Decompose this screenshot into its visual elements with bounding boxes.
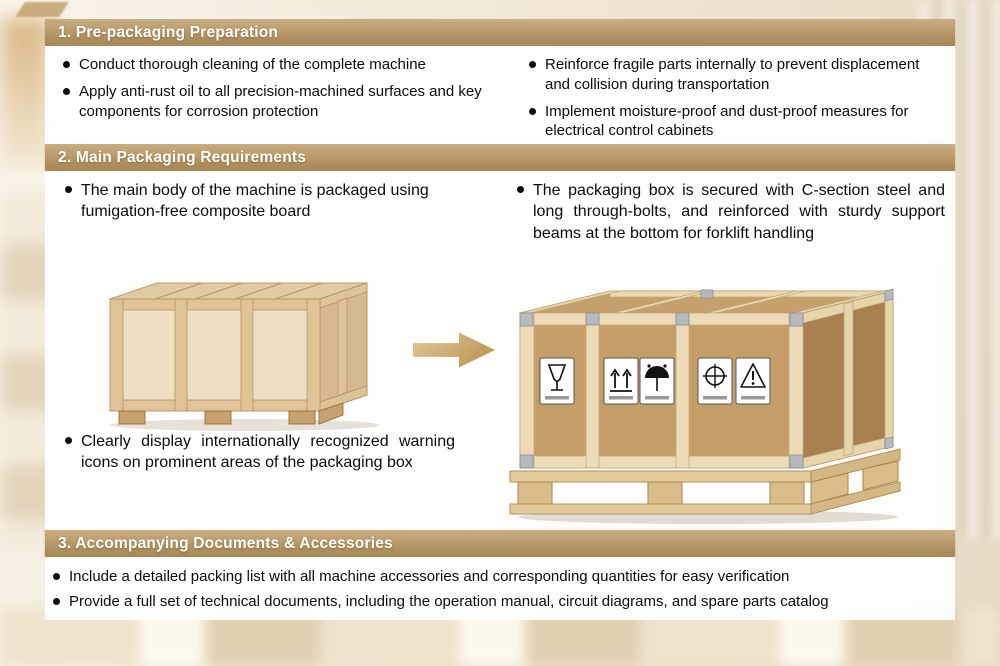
fragile-icon — [539, 357, 575, 405]
list-item: Conduct thorough cleaning of the complet… — [57, 55, 509, 75]
section-2-title: 2. Main Packaging Requirements — [58, 149, 307, 166]
labeled-crate-image — [508, 263, 908, 526]
list-item: The main body of the machine is packaged… — [59, 180, 471, 223]
corner-wedge-decoration — [15, 2, 69, 17]
right-arrow-icon — [413, 332, 495, 368]
list-item: The packaging box is secured with C-sect… — [511, 180, 945, 244]
section-1-panel: Conduct thorough cleaning of the complet… — [45, 46, 955, 144]
background-photo-top — [60, 0, 940, 16]
warning-labels — [539, 357, 771, 405]
list-item: Clearly display internationally recogniz… — [59, 431, 455, 474]
bullet-text: Implement moisture-proof and dust-proof … — [545, 102, 909, 140]
list-item: Reinforce fragile parts internally to pr… — [523, 55, 945, 95]
bullet-text: Provide a full set of technical document… — [69, 592, 829, 610]
section-1-left-list: Conduct thorough cleaning of the complet… — [57, 55, 509, 128]
list-item: Provide a full set of technical document… — [47, 592, 941, 612]
section-1-header: 1. Pre-packaging Preparation — [45, 19, 955, 46]
section-2-right-list: The packaging box is secured with C-sect… — [511, 180, 945, 251]
bullet-text: Clearly display internationally recogniz… — [81, 433, 455, 472]
section-3-list: Include a detailed packing list with all… — [45, 557, 955, 612]
section-2-left-list: The main body of the machine is packaged… — [59, 180, 471, 230]
labeled-crate-svg — [509, 288, 901, 524]
caution-icon — [735, 357, 771, 405]
pallet — [509, 448, 901, 515]
plain-crate-image — [95, 237, 395, 432]
bullet-text: The main body of the machine is packaged… — [81, 182, 429, 221]
background-photo-left-streak — [0, 18, 50, 168]
metal-bracket-icons — [519, 288, 894, 469]
section-1-right-list: Reinforce fragile parts internally to pr… — [523, 55, 945, 148]
section-2-panel: The main body of the machine is packaged… — [45, 171, 955, 530]
keep-dry-icon — [639, 357, 675, 405]
section-3-panel: Include a detailed packing list with all… — [45, 557, 955, 620]
crate-skids — [118, 402, 344, 425]
bullet-text: The packaging box is secured with C-sect… — [533, 182, 945, 242]
list-item: Include a detailed packing list with all… — [47, 567, 941, 587]
section-2-header: 2. Main Packaging Requirements — [45, 144, 955, 171]
section-1-title: 1. Pre-packaging Preparation — [58, 24, 279, 41]
bullet-text: Reinforce fragile parts internally to pr… — [545, 56, 920, 93]
this-way-up-icon — [603, 357, 639, 405]
list-item: Apply anti-rust oil to all precision-mac… — [57, 82, 509, 122]
bullet-text: Conduct thorough cleaning of the complet… — [79, 56, 426, 73]
section-3-title: 3. Accompanying Documents & Accessories — [58, 535, 393, 552]
section-2-left-list-2: Clearly display internationally recogniz… — [59, 431, 455, 481]
list-item: Implement moisture-proof and dust-proof … — [523, 102, 945, 142]
bullet-text: Apply anti-rust oil to all precision-mac… — [79, 82, 482, 120]
center-of-gravity-icon — [697, 357, 733, 405]
section-3-header: 3. Accompanying Documents & Accessories — [45, 530, 955, 557]
bullet-text: Include a detailed packing list with all… — [69, 568, 790, 585]
plain-crate-svg — [109, 282, 380, 431]
